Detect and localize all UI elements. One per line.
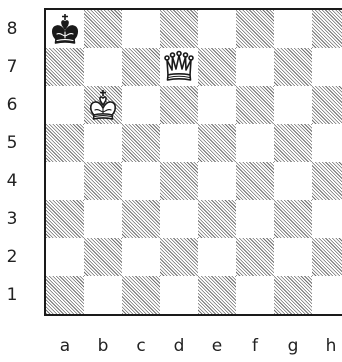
square-g4[interactable] — [274, 162, 312, 200]
square-g2[interactable] — [274, 238, 312, 276]
square-e2[interactable] — [198, 238, 236, 276]
square-c3[interactable] — [122, 200, 160, 238]
square-h7[interactable] — [312, 48, 342, 86]
square-f7[interactable] — [236, 48, 274, 86]
white-king-glyph — [84, 86, 122, 124]
file-label-c: c — [131, 338, 151, 355]
square-e4[interactable] — [198, 162, 236, 200]
square-e1[interactable] — [198, 276, 236, 314]
rank-label-1: 1 — [4, 287, 20, 304]
square-b5[interactable] — [84, 124, 122, 162]
rank-label-3: 3 — [4, 211, 20, 228]
rank-label-6: 6 — [4, 97, 20, 114]
square-a2[interactable] — [46, 238, 84, 276]
square-f8[interactable] — [236, 10, 274, 48]
square-g7[interactable] — [274, 48, 312, 86]
square-a7[interactable] — [46, 48, 84, 86]
chess-board — [44, 8, 342, 316]
square-b2[interactable] — [84, 238, 122, 276]
square-e8[interactable] — [198, 10, 236, 48]
square-d3[interactable] — [160, 200, 198, 238]
file-label-b: b — [93, 338, 113, 355]
square-e6[interactable] — [198, 86, 236, 124]
square-c2[interactable] — [122, 238, 160, 276]
square-e3[interactable] — [198, 200, 236, 238]
white-king-icon[interactable] — [84, 86, 122, 124]
black-king-icon[interactable] — [46, 10, 84, 48]
square-b4[interactable] — [84, 162, 122, 200]
square-h5[interactable] — [312, 124, 342, 162]
square-d6[interactable] — [160, 86, 198, 124]
file-label-g: g — [283, 338, 303, 355]
square-c7[interactable] — [122, 48, 160, 86]
square-c8[interactable] — [122, 10, 160, 48]
square-a3[interactable] — [46, 200, 84, 238]
square-f6[interactable] — [236, 86, 274, 124]
file-label-d: d — [169, 338, 189, 355]
rank-label-4: 4 — [4, 173, 20, 190]
square-d5[interactable] — [160, 124, 198, 162]
square-c1[interactable] — [122, 276, 160, 314]
white-queen-icon[interactable] — [160, 48, 198, 86]
square-f1[interactable] — [236, 276, 274, 314]
file-label-a: a — [55, 338, 75, 355]
square-b7[interactable] — [84, 48, 122, 86]
square-a6[interactable] — [46, 86, 84, 124]
square-h3[interactable] — [312, 200, 342, 238]
square-f2[interactable] — [236, 238, 274, 276]
square-a4[interactable] — [46, 162, 84, 200]
square-d8[interactable] — [160, 10, 198, 48]
white-queen-glyph — [160, 48, 198, 86]
square-f4[interactable] — [236, 162, 274, 200]
square-e7[interactable] — [198, 48, 236, 86]
square-f5[interactable] — [236, 124, 274, 162]
square-b3[interactable] — [84, 200, 122, 238]
square-g5[interactable] — [274, 124, 312, 162]
square-c6[interactable] — [122, 86, 160, 124]
file-label-e: e — [207, 338, 227, 355]
file-label-h: h — [321, 338, 341, 355]
square-g3[interactable] — [274, 200, 312, 238]
square-e5[interactable] — [198, 124, 236, 162]
rank-label-7: 7 — [4, 59, 20, 76]
square-a1[interactable] — [46, 276, 84, 314]
square-c5[interactable] — [122, 124, 160, 162]
black-king-glyph — [46, 10, 84, 48]
rank-label-5: 5 — [4, 135, 20, 152]
square-h1[interactable] — [312, 276, 342, 314]
file-label-f: f — [245, 338, 265, 355]
square-d1[interactable] — [160, 276, 198, 314]
square-c4[interactable] — [122, 162, 160, 200]
square-b1[interactable] — [84, 276, 122, 314]
rank-label-8: 8 — [4, 21, 20, 38]
square-f3[interactable] — [236, 200, 274, 238]
square-g6[interactable] — [274, 86, 312, 124]
square-d4[interactable] — [160, 162, 198, 200]
square-h8[interactable] — [312, 10, 342, 48]
rank-label-2: 2 — [4, 249, 20, 266]
square-h4[interactable] — [312, 162, 342, 200]
square-a5[interactable] — [46, 124, 84, 162]
square-h6[interactable] — [312, 86, 342, 124]
square-b8[interactable] — [84, 10, 122, 48]
square-d2[interactable] — [160, 238, 198, 276]
square-h2[interactable] — [312, 238, 342, 276]
square-g1[interactable] — [274, 276, 312, 314]
square-g8[interactable] — [274, 10, 312, 48]
